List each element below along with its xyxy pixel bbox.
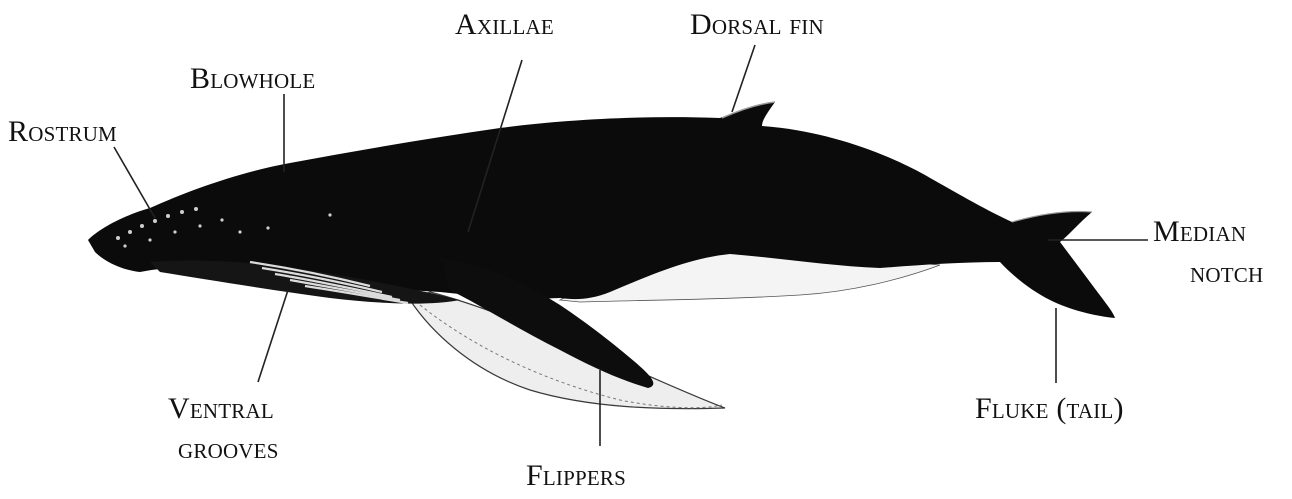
rostrum-leader — [114, 147, 155, 218]
label-rostrum: Rostrum — [8, 115, 117, 148]
label-ventral-grooves-2: grooves — [178, 432, 279, 465]
label-median-notch-1: Median — [1153, 215, 1246, 248]
label-median-notch-2: notch — [1190, 256, 1263, 289]
label-ventral-grooves-1: Ventral — [168, 392, 274, 425]
whale-body — [88, 102, 1115, 318]
ventral-grooves-leader — [258, 290, 288, 382]
dorsal-fin-leader — [732, 45, 755, 112]
label-fluke: Fluke (tail) — [975, 392, 1124, 425]
label-blowhole: Blowhole — [190, 62, 315, 95]
whale-illustration — [88, 102, 1115, 409]
label-dorsal-fin: Dorsal fin — [690, 8, 824, 41]
label-flippers: Flippers — [526, 459, 626, 492]
label-axillae: Axillae — [455, 8, 554, 41]
